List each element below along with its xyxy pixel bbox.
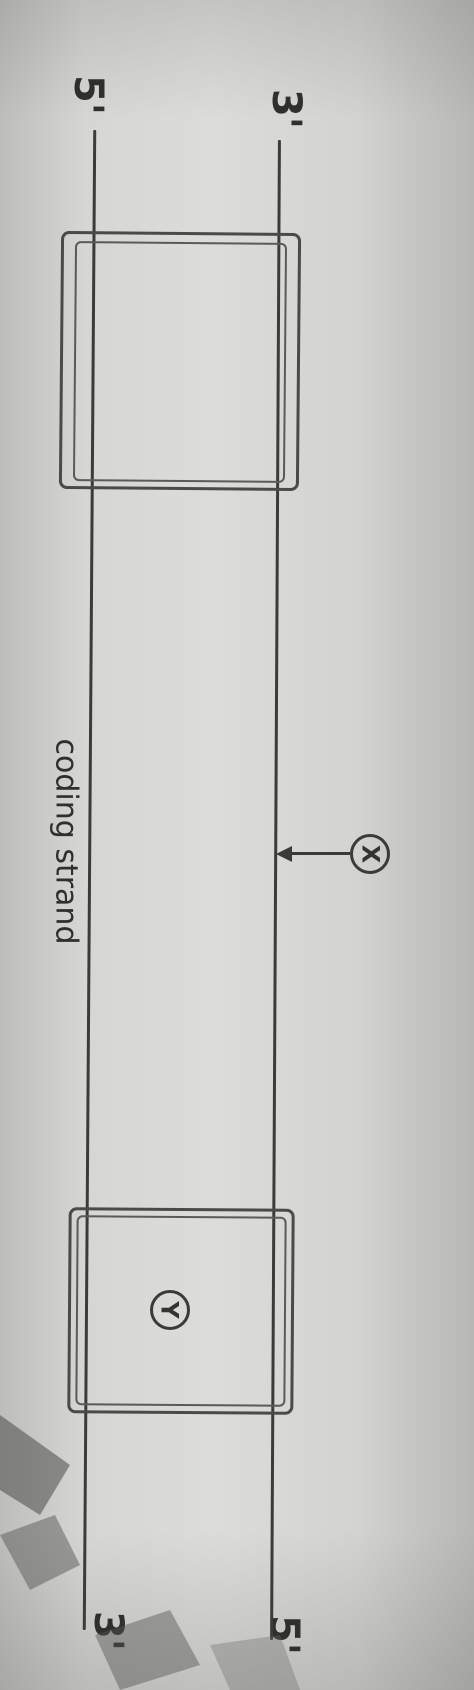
shadow-top	[0, 0, 474, 120]
upper-gene-region-box-inner	[72, 241, 288, 483]
coding-strand-label: coding strand	[48, 738, 84, 945]
top-left-end-label: 5'	[65, 74, 112, 116]
x-arrow-shaft	[290, 852, 350, 855]
marker-x-label: X	[355, 844, 384, 864]
marker-y-label: Y	[155, 1301, 184, 1319]
marker-y-circle: Y	[150, 1290, 190, 1330]
shadow-bottom	[0, 1530, 474, 1690]
x-arrow-head	[276, 846, 292, 862]
marker-x-circle: X	[350, 834, 390, 874]
watermark-graphic	[0, 1415, 300, 1690]
top-right-end-label: 3'	[263, 88, 310, 130]
